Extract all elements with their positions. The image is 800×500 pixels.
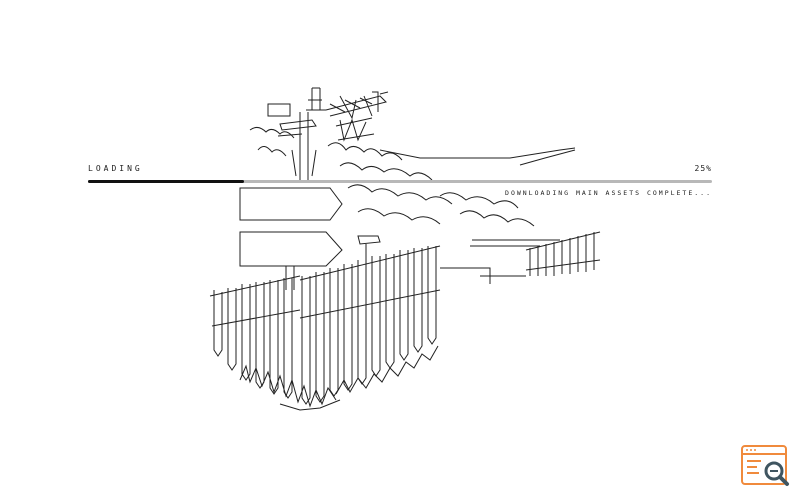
- distant-fence: [440, 231, 601, 284]
- signpost-arrows: [239, 187, 381, 290]
- progress-bar: [88, 180, 712, 183]
- signpost: [277, 112, 317, 180]
- tree-foliage: [249, 126, 560, 247]
- crane-tower: [267, 87, 389, 142]
- progress-percent: 25%: [694, 164, 712, 173]
- picket-fence-right: [299, 245, 441, 405]
- picket-fence-left: [209, 275, 301, 399]
- background-hill: [379, 147, 576, 166]
- grass-tufts: [239, 345, 439, 411]
- search-icon[interactable]: [741, 445, 791, 489]
- loading-status: DOWNLOADING MAIN ASSETS COMPLETE...: [505, 189, 712, 197]
- progress-bar-fill: [88, 180, 244, 183]
- loading-label: LOADING: [88, 164, 143, 173]
